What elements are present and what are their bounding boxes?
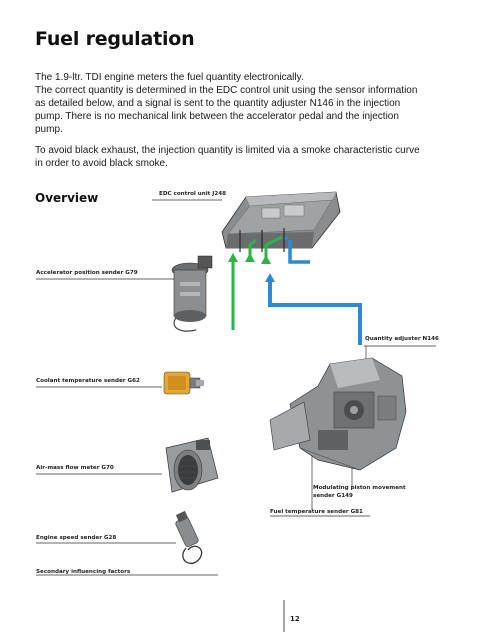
label-coolant-sender: Coolant temperature sender G62 [36,378,140,384]
edc-control-unit-image [221,191,341,252]
air-mass-meter-image [165,437,219,493]
bundle-arrow-head [245,253,255,262]
label-modulating-line-1: Modulating piston movement [313,485,406,491]
adjuster-feedback-arrow-head [265,273,275,282]
smoke-paragraph: To avoid black exhaust, the injection qu… [35,145,420,169]
label-modulating-piston-sender: Modulating piston movement sender G149 [313,484,406,500]
overview-heading: Overview [35,191,99,205]
intro-line-2: The correct quantity is determined in th… [35,85,418,135]
page-number: 12 [290,615,300,623]
accelerator-arrow-head [228,253,238,262]
quantity-adjuster-signal-line [268,278,362,345]
label-air-mass-meter: Air-mass flow meter G70 [36,465,114,471]
label-quantity-adjuster: Quantity adjuster N146 [365,336,439,342]
leader-lines [36,199,436,576]
engine-speed-sender-image [175,510,203,564]
page-title: Fuel regulation [35,28,195,50]
label-engine-speed-sender: Engine speed sender G28 [36,535,117,541]
label-secondary-factors: Secondary influencing factors [36,569,131,575]
label-modulating-line-2: sender G149 [313,493,353,499]
coolant-sender-image [163,371,204,395]
secondary-arrow-head [261,255,271,264]
edc-output-line [288,240,310,264]
intro-line-1: The 1.9-ltr. TDI engine meters the fuel … [35,72,304,83]
intro-paragraph: The 1.9-ltr. TDI engine meters the fuel … [35,71,427,136]
label-edc-control-unit: EDC control unit J248 [159,191,227,197]
accelerator-sender-image [171,255,213,332]
label-accelerator-sender: Accelerator position sender G79 [36,270,138,276]
injection-pump-image [269,357,407,471]
label-fuel-temp-sender: Fuel temperature sender G81 [270,509,363,515]
